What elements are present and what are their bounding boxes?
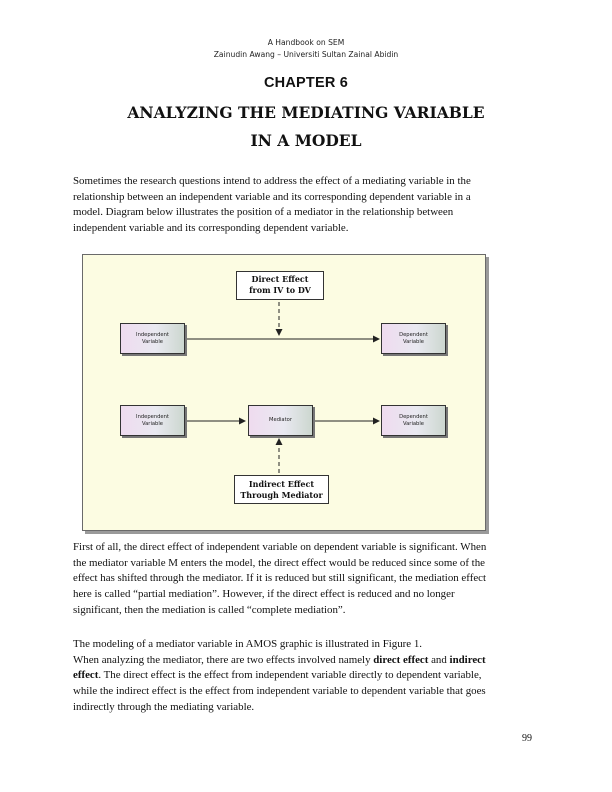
chapter-label: CHAPTER 6 [264,75,348,91]
intro-line: relationship between an independent vari… [73,190,471,203]
body-text: When analyzing the mediator, there are t… [73,653,374,666]
running-header-author: Zainudin Awang – Universiti Sultan Zaina… [213,50,399,59]
direct-effect-label-line: from IV to DV [249,285,311,295]
iv-label-line: Variable [141,420,163,427]
dv-label-line: Variable [402,420,424,427]
indirect-effect-term-cont: effect [73,669,99,682]
diagram-arrows [184,302,380,473]
intro-line: Sometimes the research questions intend … [73,175,471,187]
indirect-effect-term: indirect [449,653,486,666]
dv-label-line: Dependent [399,413,428,420]
direct-effect-term: direct effect [373,653,429,666]
body-line: When analyzing the mediator, there are t… [73,653,531,669]
body-text: . The direct effect is the effect from i… [98,669,482,682]
body-text: and [428,653,450,666]
chapter-title-line-1: ANALYZING THE MEDIATING VARIABLE [127,103,485,122]
iv-label-line: Variable [141,338,163,345]
body-line: effect has shifted through the mediator.… [73,572,487,585]
body-line: effect. The direct effect is the effect … [73,668,531,684]
body-line: significant, then the mediation is calle… [73,603,346,616]
body-line: the mediator variable M enters the model… [73,556,485,569]
iv-label-line: Independent [136,413,169,420]
mediator-label: Mediator [269,417,292,424]
chapter-title-line-2: IN A MODEL [250,131,362,150]
dv-label-line: Variable [402,338,424,345]
mediator-box: Mediator [248,405,313,436]
body-line: here is called “partial mediation”. Howe… [73,588,455,601]
body-line: indirectly through the mediating variabl… [73,700,255,713]
mediation-explanation-paragraph: First of all, the direct effect of indep… [73,540,531,619]
direct-effect-label-box: Direct Effect from IV to DV [236,271,324,300]
indirect-effect-label-line: Through Mediator [240,490,323,500]
indirect-effect-label-line: Indirect Effect [248,479,315,489]
intro-line: independent variable and its correspondi… [73,222,349,235]
direct-effect-label-line: Direct Effect [251,274,309,284]
iv-label-line: Independent [136,331,169,338]
intro-line: model. Diagram below illustrates the pos… [73,206,454,219]
body-line: The modeling of a mediator variable in A… [73,638,423,650]
running-header-book: A Handbook on SEM [267,38,345,47]
page-number: 99 [522,733,532,744]
intro-paragraph: Sometimes the research questions intend … [73,174,531,237]
amos-paragraph: The modeling of a mediator variable in A… [73,637,531,716]
dv-label-line: Dependent [399,331,428,338]
indirect-effect-label-box: Indirect Effect Through Mediator [234,475,329,504]
body-line: while the indirect effect is the effect … [73,685,486,698]
body-line: First of all, the direct effect of indep… [73,541,487,553]
